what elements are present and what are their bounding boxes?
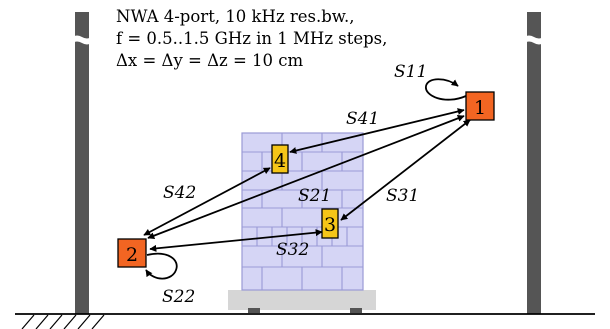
s11-loop-arrow [425, 78, 467, 101]
s31-arrow [340, 119, 471, 221]
left-pillar-break [72, 35, 92, 45]
brick-wall [241, 132, 364, 291]
s22-label: S22 [162, 287, 195, 307]
s11-label: S11 [394, 62, 427, 82]
note-line-3: Δx = Δy = Δz = 10 cm [116, 51, 304, 70]
pallet-foot-right [350, 308, 362, 313]
s41-label: S41 [346, 109, 379, 129]
port-4-label: 4 [274, 150, 286, 172]
ground-line [15, 313, 595, 329]
port-1-label: 1 [474, 97, 486, 119]
pallet [228, 290, 376, 310]
port-2-label: 2 [126, 244, 138, 266]
port-2-antenna: 2 [117, 238, 147, 268]
right-pillar [527, 12, 541, 314]
note-line-1: NWA 4-port, 10 kHz res.bw., [116, 7, 355, 26]
port-3-antenna: 3 [321, 208, 339, 239]
left-pillar [75, 12, 89, 314]
right-pillar-break [524, 35, 544, 45]
s22-loop-arrow [145, 252, 178, 280]
s21-label: S21 [298, 186, 331, 206]
note-line-2: f = 0.5..1.5 GHz in 1 MHz steps, [116, 29, 388, 48]
pallet-foot-left [248, 308, 260, 313]
port-3-label: 3 [324, 214, 336, 236]
s42-label: S42 [163, 183, 196, 203]
s32-label: S32 [276, 240, 309, 260]
s31-label: S31 [386, 186, 419, 206]
s42-arrow [143, 167, 271, 236]
port-1-antenna: 1 [465, 91, 495, 121]
measurement-setup-note: NWA 4-port, 10 kHz res.bw., f = 0.5..1.5… [116, 6, 446, 72]
port-4-antenna: 4 [271, 144, 289, 174]
s32-arrow [149, 229, 323, 252]
